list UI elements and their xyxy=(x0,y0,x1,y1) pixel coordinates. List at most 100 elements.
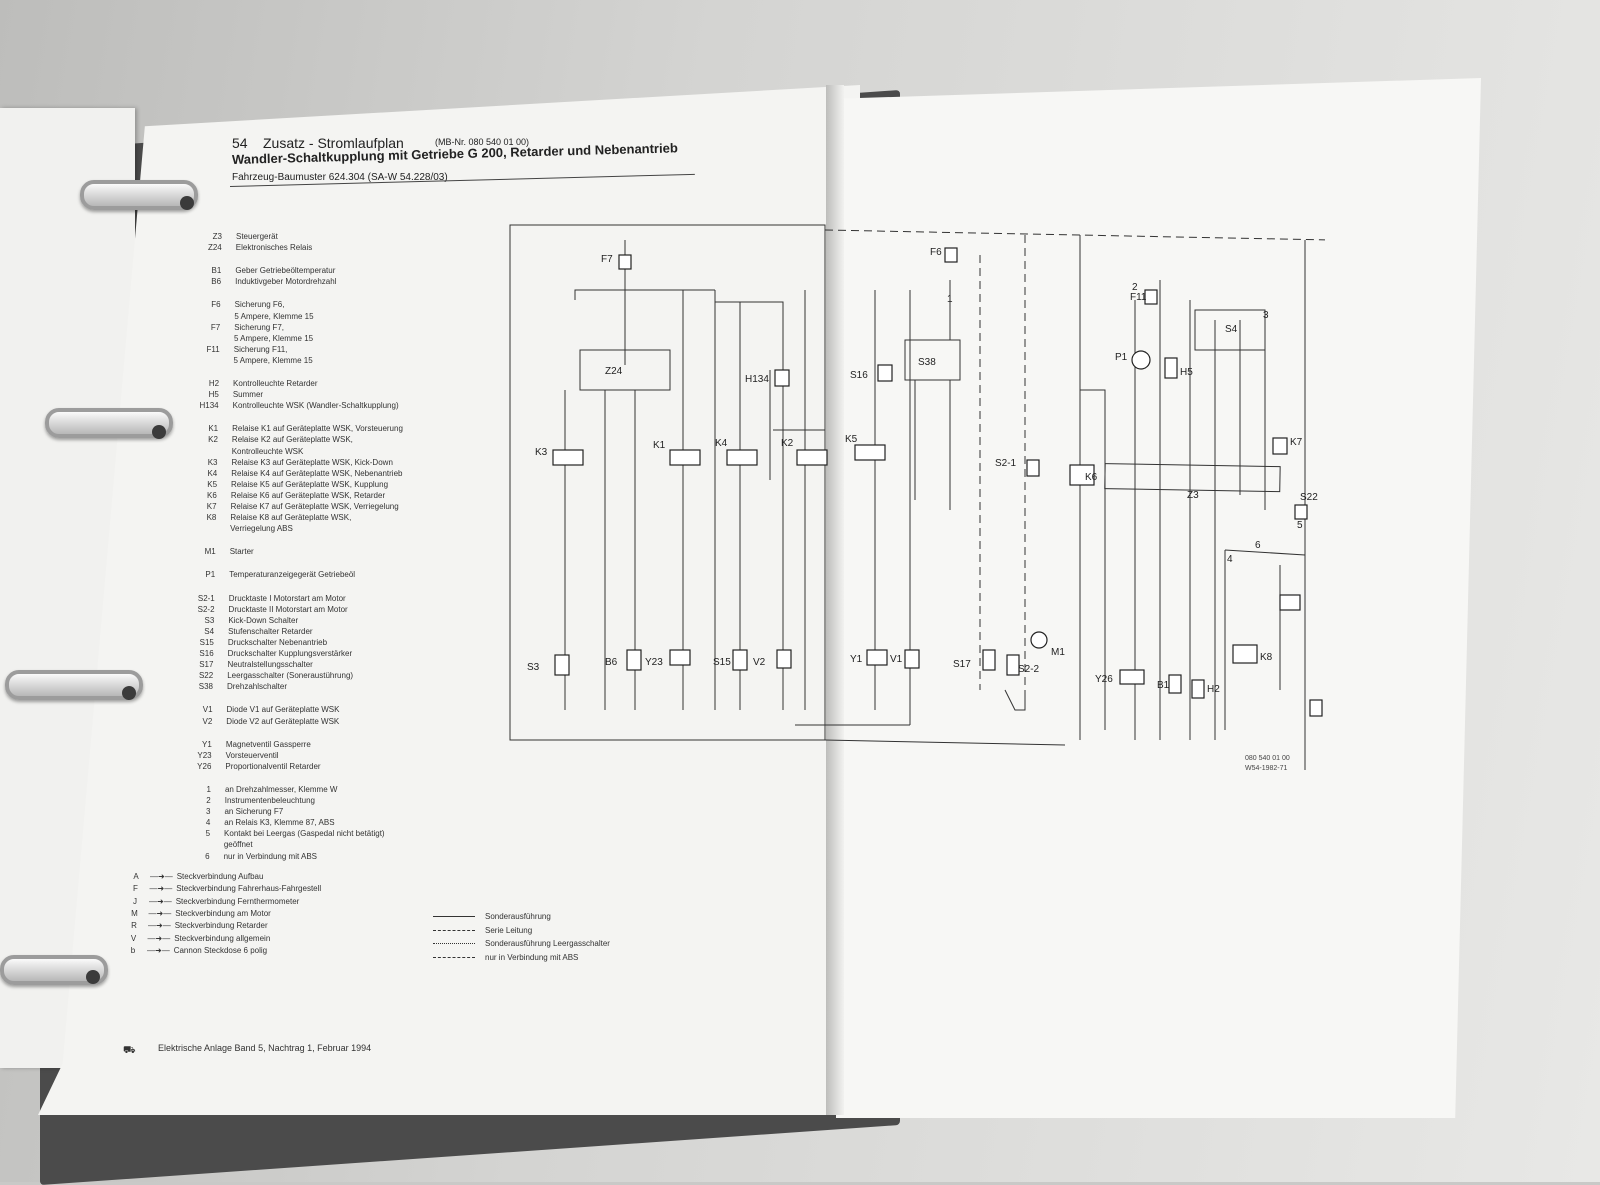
legend-text: Sicherung F7, xyxy=(234,322,284,332)
connector-arrow-icon: —➜— xyxy=(148,908,172,918)
legend-code: K4 xyxy=(207,468,218,478)
line-style-swatch xyxy=(433,929,475,931)
schematic-label-k8: K8 xyxy=(1260,652,1273,663)
schematic-label-k7: K7 xyxy=(1290,437,1303,448)
connector-row: V —➜—Steckverbindung allgemein xyxy=(124,933,271,943)
schematic-label-6: 6 xyxy=(1255,540,1261,551)
legend-code: B1 xyxy=(211,266,222,276)
line-style-swatch xyxy=(433,916,475,918)
legend-text: Vorsteuerventil xyxy=(225,750,279,760)
schematic-label-3: 3 xyxy=(1263,310,1269,321)
legend-row: K4 Relaise K4 auf Geräteplatte WSK, Neben… xyxy=(171,469,402,478)
legend-code: K7 xyxy=(206,502,217,511)
legend-row: 2 Instrumentenbeleuchtung xyxy=(165,796,315,805)
connector-text: Steckverbindung Fahrerhaus-Fahrgestell xyxy=(176,884,322,894)
legend-code: S4 xyxy=(204,626,215,636)
schematic-label-5: 5 xyxy=(1297,520,1303,531)
schematic-label-s15: S15 xyxy=(713,657,731,668)
schematic-label-s2-1: S2-1 xyxy=(995,458,1017,469)
connector-code: V xyxy=(130,933,137,943)
drawing-code: 080 540 01 00 xyxy=(1245,755,1290,762)
legend-text: 5 Ampere, Klemme 15 xyxy=(233,355,313,365)
legend-text: Relaise K8 auf Geräteplatte WSK, xyxy=(230,513,352,523)
schematic-label-s22: S22 xyxy=(1300,492,1318,503)
legend-row: 3 an Sicherung F7 xyxy=(164,807,283,816)
punch-hole-1 xyxy=(180,196,194,210)
legend-text: Kontrolleuchte WSK (Wandler-Schaltkupplu… xyxy=(232,401,399,411)
legend-text: Druckschalter Nebenantrieb xyxy=(227,637,328,647)
schematic-label-f6: F6 xyxy=(930,247,942,258)
schematic-label-h5: H5 xyxy=(1180,367,1193,378)
legend-code: K5 xyxy=(207,479,218,489)
legend-text: an Sicherung F7 xyxy=(224,807,284,817)
legend-text: Relaise K1 auf Geräteplatte WSK, Vorsteu… xyxy=(232,424,403,434)
legend-text: Induktivgeber Motordrehzahl xyxy=(235,277,337,287)
legend-text: Relaise K2 auf Geräteplatte WSK, xyxy=(231,435,353,445)
binder-ring-3-icon xyxy=(5,670,143,700)
legend-text: Relaise K4 auf Geräteplatte WSK, Nebenan… xyxy=(231,468,403,478)
page-spine xyxy=(826,85,844,1115)
legend-code: 2 xyxy=(206,796,211,805)
legend-code: K6 xyxy=(207,490,217,500)
legend-code: F6 xyxy=(211,300,221,310)
schematic-label-h2: H2 xyxy=(1207,684,1220,695)
legend-text: Proportionalventil Retarder xyxy=(225,761,321,771)
legend-row: geöffnet xyxy=(164,840,253,849)
legend-row: 6 nur in Verbindung mit ABS xyxy=(164,852,317,861)
legend-text: Temperaturanzeigegerät Getriebeöl xyxy=(229,570,356,580)
legend-text: Instrumentenbeleuchtung xyxy=(224,796,316,805)
schematic-label-s38: S38 xyxy=(918,357,936,368)
connector-arrow-icon: —➜— xyxy=(147,933,171,943)
legend-row: Verriegelung ABS xyxy=(170,524,293,533)
legend-code: 6 xyxy=(205,851,210,861)
connector-text: Steckverbindung am Motor xyxy=(175,908,271,918)
legend-text: Elektronisches Relais xyxy=(235,243,313,253)
connector-row: b—➜—Cannon Steckdose 6 polig xyxy=(123,946,267,955)
mb-number: (MB-Nr. 080 540 01 00) xyxy=(435,137,530,147)
legend-text: nur in Verbindung mit ABS xyxy=(223,851,317,861)
line-style-text: nur in Verbindung mit ABS xyxy=(485,952,579,962)
legend-code: 1 xyxy=(206,784,211,794)
line-style-text: Sonderausführung xyxy=(485,912,551,921)
schematic-label-k1: K1 xyxy=(653,440,666,451)
schematic-label-h134: H134 xyxy=(745,374,769,385)
legend-code: K1 xyxy=(208,424,219,434)
connector-text: Steckverbindung allgemein xyxy=(174,933,271,943)
line-style-row: nur in Verbindung mit ABS xyxy=(433,953,578,962)
schematic-label-s4: S4 xyxy=(1225,324,1238,335)
legend-code: Y23 xyxy=(197,750,212,760)
legend-code: S2-1 xyxy=(197,593,215,603)
schematic-label-4: 4 xyxy=(1227,554,1233,565)
connector-code: J xyxy=(133,896,137,906)
schematic-label-v1: V1 xyxy=(890,654,903,665)
legend-code: H134 xyxy=(199,401,219,411)
connector-code: M xyxy=(131,908,138,918)
legend-row: V2 Diode V2 auf Geräteplatte WSK xyxy=(166,716,340,726)
schematic-label-m1: M1 xyxy=(1051,647,1065,658)
legend-code: V2 xyxy=(202,716,213,726)
legend-code: 3 xyxy=(206,807,211,817)
schematic-label-s16: S16 xyxy=(850,370,868,381)
connector-arrow-icon: —➜— xyxy=(148,921,171,931)
legend-row: Kontrolleuchte WSK xyxy=(172,447,304,456)
schematic-label-b6: B6 xyxy=(605,657,618,668)
legend-text: Relaise K3 auf Geräteplatte WSK, Kick-Do… xyxy=(231,457,393,467)
connector-row: J—➜—Steckverbindung Fernthermometer xyxy=(125,897,299,906)
schematic-label-z24: Z24 xyxy=(605,366,623,377)
legend-text: Diode V2 auf Geräteplatte WSK xyxy=(226,716,340,726)
legend-code: S2-2 xyxy=(197,604,215,614)
